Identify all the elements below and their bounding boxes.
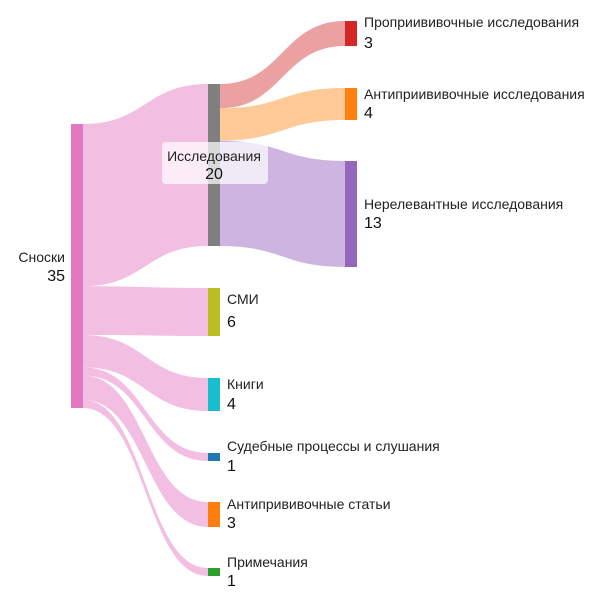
node-label-media: СМИ (227, 291, 259, 307)
node-label-antivax_articles: Антипрививочные статьи (227, 496, 391, 512)
node-footnotes (71, 124, 83, 408)
link-footnotes-to-court (83, 367, 208, 461)
link-research-to-provax (220, 21, 345, 109)
node-label-footnotes: Сноски (18, 249, 65, 265)
node-value-media: 6 (227, 314, 236, 331)
node-value-antivax: 4 (364, 105, 373, 122)
node-label-provax: Проприививочные исследования (364, 14, 579, 30)
link-footnotes-to-books (83, 334, 208, 411)
node-label-research: Исследования (167, 148, 261, 164)
node-media (208, 288, 220, 336)
link-research-to-antivax (220, 88, 345, 141)
node-notes (208, 568, 220, 576)
node-label-irrelevant: Нерелевантные исследования (364, 196, 563, 212)
node-value-notes: 1 (227, 573, 236, 590)
link-footnotes-to-research (83, 84, 208, 287)
node-value-antivax_articles: 3 (227, 515, 236, 532)
node-value-provax: 3 (364, 35, 373, 52)
link-footnotes-to-antivax_articles (83, 375, 208, 527)
node-label-antivax: Антиприививочные исследования (364, 86, 585, 102)
node-value-court: 1 (227, 458, 236, 475)
node-value-books: 4 (227, 396, 236, 413)
node-label-books: Книги (227, 376, 264, 392)
node-label-background-research (162, 142, 268, 184)
node-irrelevant (345, 161, 357, 267)
links-layer (83, 21, 345, 576)
link-footnotes-to-media (83, 286, 208, 336)
node-label-notes: Примечания (227, 554, 308, 570)
node-value-footnotes: 35 (47, 268, 65, 285)
node-antivax_articles (208, 502, 220, 527)
node-books (208, 378, 220, 411)
node-value-irrelevant: 13 (364, 215, 382, 232)
node-provax (345, 21, 357, 46)
node-antivax (345, 88, 357, 120)
node-court (208, 453, 220, 461)
node-value-research: 20 (205, 166, 223, 183)
node-label-court: Судебные процессы и слушания (227, 438, 440, 454)
link-footnotes-to-notes (83, 399, 208, 576)
